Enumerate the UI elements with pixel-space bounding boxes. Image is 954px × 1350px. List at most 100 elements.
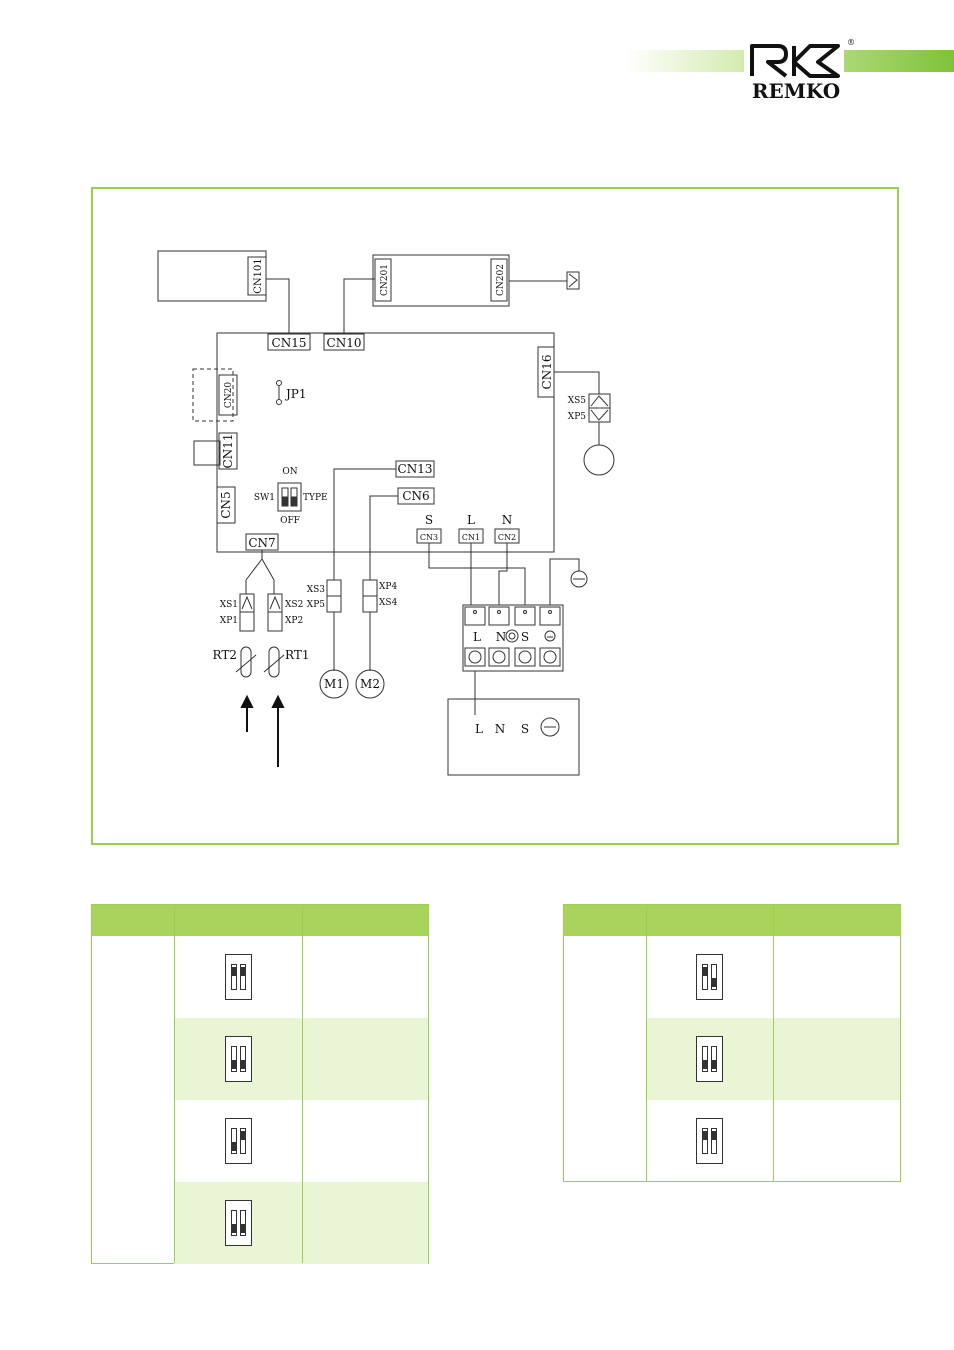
label-cn20: CN20 xyxy=(224,382,234,408)
registered-mark: ® xyxy=(847,38,855,47)
arrow-airflow-rt1-head xyxy=(271,694,285,708)
label-cn6: CN6 xyxy=(402,489,429,503)
dip-lever-knob xyxy=(232,1060,236,1069)
wire-cn6-xp4 xyxy=(369,495,398,580)
terminal-n-bottom xyxy=(488,647,510,667)
terminal-l-bottom-screw xyxy=(468,650,482,664)
terminal-s-top xyxy=(514,606,536,626)
dip-lever xyxy=(231,964,237,990)
label-cn2: CN2 xyxy=(498,533,516,542)
label-xp2: XP2 xyxy=(285,616,303,626)
dip-switch-illustration xyxy=(225,1036,252,1082)
dip-lever-knob xyxy=(703,967,707,976)
terminal-earth-bottom xyxy=(539,647,561,667)
label-xp4: XP4 xyxy=(379,582,397,592)
dip-lever-knob xyxy=(232,967,236,976)
wire-cn7-rt2 xyxy=(245,550,263,581)
dip-lever xyxy=(711,1128,717,1154)
table-left-header xyxy=(92,905,428,936)
table-right-header xyxy=(564,905,900,936)
label-xs4: XS4 xyxy=(379,598,398,608)
label-type: TYPE xyxy=(303,493,328,503)
dip-switch-sw1-knob-2 xyxy=(290,496,298,507)
plug-xs2-arrows xyxy=(269,595,281,610)
label-cn10: CN10 xyxy=(327,336,362,350)
dip-lever-knob xyxy=(703,1131,707,1140)
label-xs5: XS5 xyxy=(568,396,587,406)
connector-cn202-frame xyxy=(490,258,508,302)
brand-name: REMKO xyxy=(752,79,840,103)
connector-cn20-frame xyxy=(218,374,238,416)
label-n-top: N xyxy=(502,513,513,527)
dip-lever-knob xyxy=(241,967,245,976)
label-cn11: CN11 xyxy=(221,434,235,469)
jumper-jp1-pin-top xyxy=(276,380,282,386)
label-jp1: JP1 xyxy=(284,387,307,401)
dip-lever-knob xyxy=(232,1142,236,1151)
dip-lever xyxy=(231,1046,237,1072)
wire-cn16-xs5 xyxy=(554,371,600,394)
terminal-earth-symbol xyxy=(544,630,556,642)
table-right-divider-2 xyxy=(773,905,774,1181)
terminal-l-bottom xyxy=(464,647,486,667)
label-cn15: CN15 xyxy=(272,336,307,350)
table-left-row-1 xyxy=(174,936,428,1018)
label-xs2: XS2 xyxy=(285,600,303,610)
label-cn3: CN3 xyxy=(420,533,438,542)
dip-lever xyxy=(240,1210,246,1236)
dip-switch-illustration xyxy=(225,1118,252,1164)
dip-lever-knob xyxy=(712,978,716,987)
motor-cn16 xyxy=(583,444,615,476)
label-xp5-top: XP5 xyxy=(568,412,586,422)
dip-switch-illustration xyxy=(225,1200,252,1246)
wire-cn201-cn10 xyxy=(343,278,375,334)
label-s-top: S xyxy=(425,513,433,527)
jumper-jp1-pin-bottom xyxy=(276,399,282,405)
arrow-airflow-rt2-head xyxy=(240,694,254,708)
label-sw1: SW1 xyxy=(254,493,275,503)
label-terminal-n: N xyxy=(496,630,507,644)
label-cn13: CN13 xyxy=(398,462,433,476)
wire-cn3-s xyxy=(428,543,526,605)
label-unit-n: N xyxy=(495,722,506,736)
main-pcb xyxy=(216,332,555,553)
label-cn7: CN7 xyxy=(248,536,275,550)
box-cn201-cn202 xyxy=(372,254,510,307)
table-left-row-4 xyxy=(174,1182,428,1264)
dip-lever xyxy=(240,1128,246,1154)
dip-lever xyxy=(702,1128,708,1154)
label-cn202: CN202 xyxy=(496,264,506,296)
label-sw1-on: ON xyxy=(282,467,297,477)
terminal-block xyxy=(462,604,564,672)
terminal-center-marker-inner xyxy=(508,632,516,640)
label-m2: M2 xyxy=(360,677,380,691)
external-unit-box xyxy=(447,698,580,776)
header-bar: REMKO ® xyxy=(626,38,954,103)
dip-switch-sw1 xyxy=(277,482,302,512)
sensor-rt1-slash xyxy=(263,654,285,673)
sensor-rt2-slash xyxy=(235,654,257,673)
remko-logo-mark xyxy=(750,44,840,78)
motor-m1 xyxy=(319,669,349,699)
dip-lever-knob xyxy=(241,1131,245,1140)
terminal-center-marker-outer xyxy=(505,629,519,643)
label-cn101: CN101 xyxy=(253,258,264,294)
wire-cn7-rt1 xyxy=(261,558,275,581)
dip-lever xyxy=(702,964,708,990)
dip-switch-illustration xyxy=(696,954,723,1000)
sensor-rt2 xyxy=(240,646,252,678)
label-sw1-off: OFF xyxy=(280,516,300,526)
wire-cn2-n xyxy=(498,543,508,605)
label-rt1: RT1 xyxy=(285,648,309,662)
label-l-top: L xyxy=(467,513,475,527)
terminal-s-bottom xyxy=(514,647,536,667)
terminal-earth-bottom-screw xyxy=(543,650,557,664)
table-left-row-3 xyxy=(174,1100,428,1182)
dip-switch-illustration xyxy=(696,1118,723,1164)
connector-cn201-frame xyxy=(374,258,392,302)
dip-lever-knob xyxy=(241,1224,245,1233)
label-xp5: XP5 xyxy=(307,600,325,610)
plug-xs5-arrow-up xyxy=(590,395,609,407)
table-left-row-2 xyxy=(174,1018,428,1100)
terminal-l-top xyxy=(464,606,486,626)
